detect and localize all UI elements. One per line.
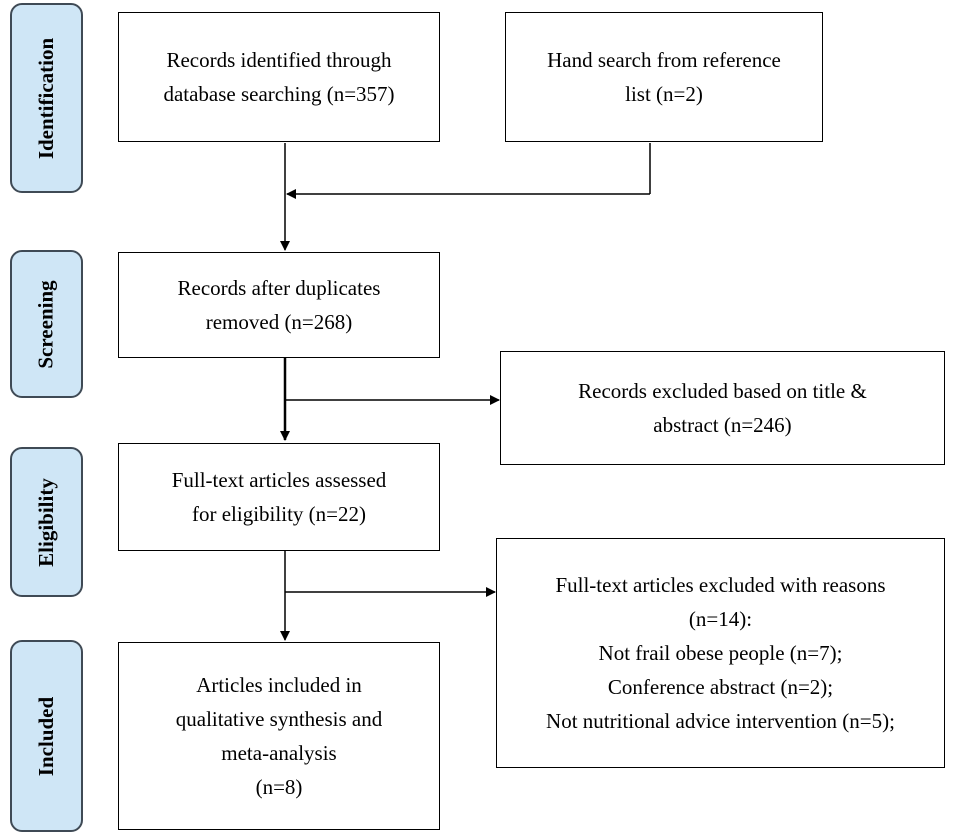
box-text-line: for eligibility (n=22) bbox=[192, 502, 366, 526]
box-text-line: Full-text articles excluded with reasons bbox=[555, 573, 886, 597]
stage-included: Included bbox=[10, 640, 83, 832]
box-text-line: Records excluded based on title & bbox=[578, 379, 867, 403]
box-text-line: Records identified through bbox=[166, 48, 392, 72]
box-text-line: Articles included in bbox=[196, 673, 362, 697]
box-records-identified: Records identified through database sear… bbox=[118, 12, 440, 142]
box-text-line: Conference abstract (n=2); bbox=[607, 675, 834, 699]
box-full-text-excluded: Full-text articles excluded with reasons… bbox=[496, 538, 945, 768]
box-hand-search: Hand search from reference list (n=2) bbox=[505, 12, 823, 142]
stage-screening: Screening bbox=[10, 250, 83, 398]
box-text-line: database searching (n=357) bbox=[163, 82, 395, 106]
box-text-line: abstract (n=246) bbox=[653, 413, 792, 437]
box-text-line: (n=14): bbox=[688, 607, 753, 631]
box-after-duplicates: Records after duplicates removed (n=268) bbox=[118, 252, 440, 358]
box-text-line: qualitative synthesis and bbox=[175, 707, 383, 731]
box-included-articles: Articles included in qualitative synthes… bbox=[118, 642, 440, 830]
box-full-text-assessed: Full-text articles assessed for eligibil… bbox=[118, 443, 440, 551]
box-text-line: removed (n=268) bbox=[205, 310, 353, 334]
box-text-line: Records after duplicates bbox=[177, 276, 381, 300]
box-text-line: Not frail obese people (n=7); bbox=[598, 641, 843, 665]
box-text-line: (n=8) bbox=[255, 775, 303, 799]
stage-identification: Identification bbox=[10, 3, 83, 193]
box-text-line: meta-analysis bbox=[221, 741, 337, 765]
box-text-line: Not nutritional advice intervention (n=5… bbox=[546, 709, 895, 733]
box-text-line: Hand search from reference bbox=[547, 48, 781, 72]
box-text-line: Full-text articles assessed bbox=[171, 468, 387, 492]
box-text-line: list (n=2) bbox=[625, 82, 703, 106]
stage-eligibility: Eligibility bbox=[10, 447, 83, 597]
box-excluded-title-abstract: Records excluded based on title & abstra… bbox=[500, 351, 945, 465]
